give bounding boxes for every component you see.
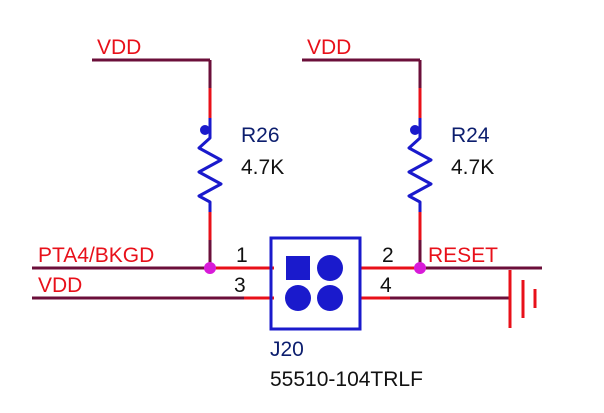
connector-pin-1-label: 1 xyxy=(236,244,248,267)
connector-j20-part: 55510-104TRLF xyxy=(270,368,423,391)
connector-pin-1-pad xyxy=(286,256,310,280)
resistor-r24-ref: R24 xyxy=(451,124,490,147)
net-label-vdd-left: VDD xyxy=(97,36,141,59)
connector-pin-3-pad xyxy=(285,285,311,311)
vdd-left-rail xyxy=(92,58,212,118)
junction-pta4 xyxy=(204,262,216,274)
resistor-r24-symbol xyxy=(407,118,433,268)
connector-pin-3-label: 3 xyxy=(234,274,246,297)
net-label-reset: RESET xyxy=(428,244,498,267)
connector-j20-body xyxy=(269,236,362,331)
net-label-vdd-bottom: VDD xyxy=(38,274,82,297)
connector-pin-2-pad xyxy=(317,255,343,281)
connector-pin-4-pad xyxy=(317,285,343,311)
resistor-r26-value: 4.7K xyxy=(241,156,284,179)
resistor-r24-value: 4.7K xyxy=(451,156,494,179)
net-label-vdd-right: VDD xyxy=(307,36,351,59)
connector-j20-ref: J20 xyxy=(270,338,304,361)
connector-pin-2-label: 2 xyxy=(382,244,394,267)
resistor-r26-ref: R26 xyxy=(241,124,280,147)
resistor-r26-symbol xyxy=(197,118,223,268)
connector-pin-4-label: 4 xyxy=(380,274,392,297)
ground-icon xyxy=(508,270,537,328)
net-label-pta4-bkgd: PTA4/BKGD xyxy=(38,244,154,267)
junction-reset xyxy=(414,262,426,274)
vdd-right-rail xyxy=(302,58,422,118)
